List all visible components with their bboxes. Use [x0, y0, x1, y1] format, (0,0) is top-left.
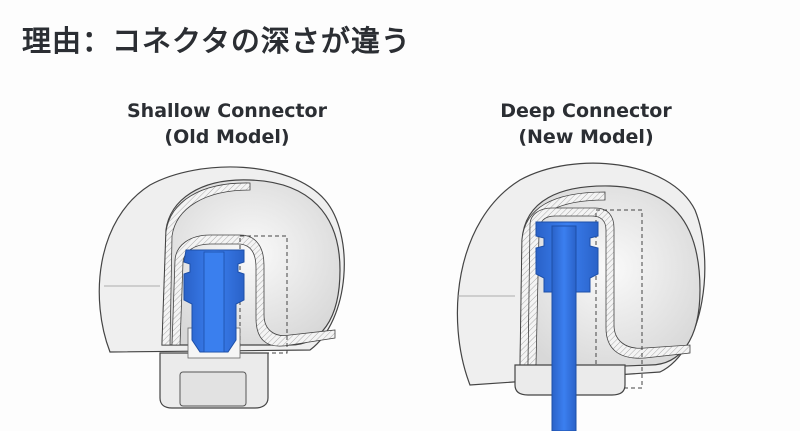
right-caption-line1: Deep Connector: [500, 100, 672, 122]
shallow-connector-eartip: [98, 166, 345, 409]
right-caption-line2: (New Model): [518, 126, 654, 148]
left-caption-line2: (Old Model): [164, 126, 290, 148]
page-title: 理由：コネクタの深さが違う: [22, 24, 411, 58]
right-caption: Deep Connector (New Model): [456, 98, 716, 150]
deep-connector-eartip: [456, 162, 706, 431]
left-caption: Shallow Connector (Old Model): [97, 98, 357, 150]
left-caption-line1: Shallow Connector: [127, 100, 327, 122]
